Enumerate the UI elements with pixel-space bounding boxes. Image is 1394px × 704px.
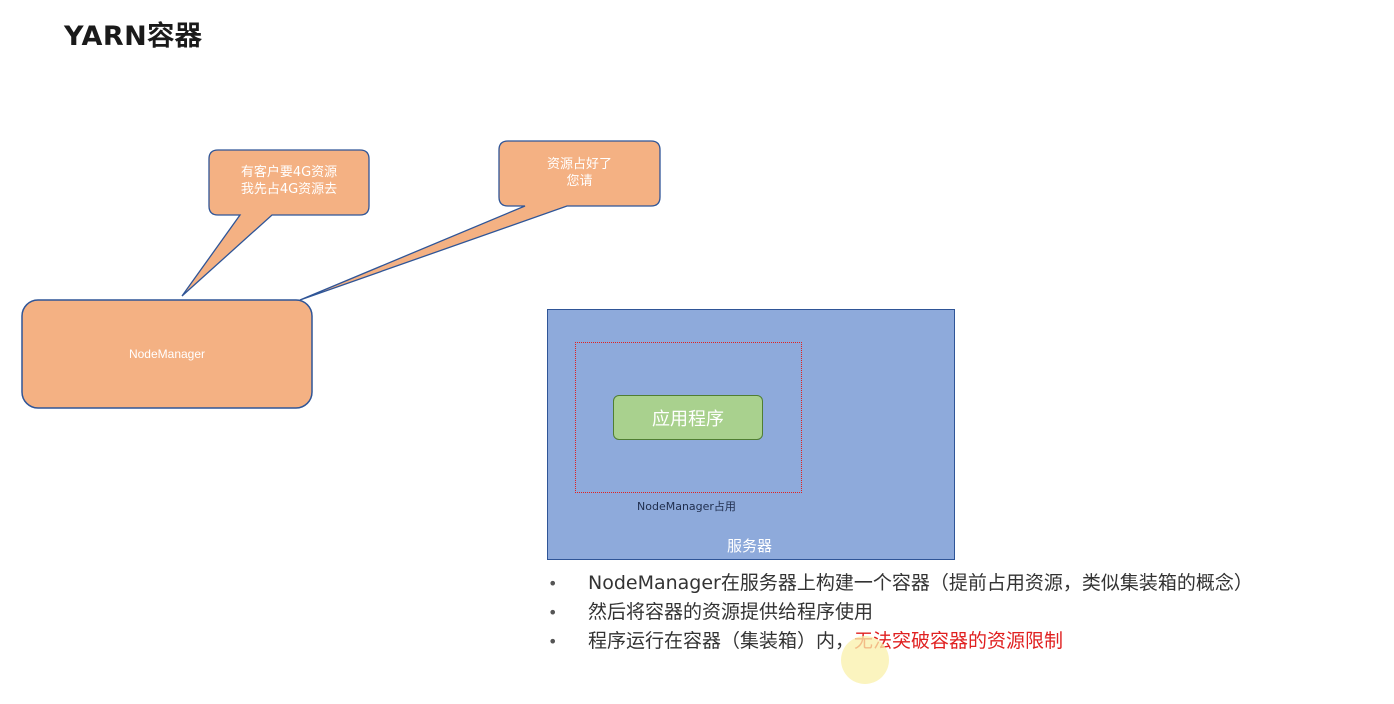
bullet-text: 程序运行在容器（集装箱）内，: [588, 630, 855, 652]
bullet-item: • 程序运行在容器（集装箱）内，无法突破容器的资源限制: [548, 627, 1253, 656]
cursor-highlight: [841, 636, 889, 684]
container-dotted-box: [575, 342, 802, 493]
bullet-item: • 然后将容器的资源提供给程序使用: [548, 598, 1253, 627]
bubble-right-line1: 资源占好了: [546, 157, 612, 172]
server-label: 服务器: [727, 537, 773, 555]
bullet-list: • NodeManager在服务器上构建一个容器（提前占用资源，类似集装箱的概念…: [548, 569, 1253, 656]
node-manager-box: [21, 299, 313, 409]
bullet-dot-icon: •: [548, 574, 558, 593]
bubble-left-line2: 我先占4G资源去: [240, 182, 338, 197]
speech-bubble-right-text: 资源占好了 您请: [499, 156, 660, 190]
bubble-left-line1: 有客户要4G资源: [240, 165, 338, 180]
speech-bubble-left: [181, 149, 370, 297]
slide-title: YARN容器: [64, 21, 203, 52]
container-label: NodeManager占用: [637, 500, 736, 513]
bullet-text: 然后将容器的资源提供给程序使用: [588, 601, 874, 623]
speech-bubble-left-text: 有客户要4G资源 我先占4G资源去: [209, 164, 369, 198]
bullet-text: NodeManager在服务器上构建一个容器（提前占用资源，类似集装箱的概念）: [588, 572, 1253, 594]
bullet-highlight-text: 无法突破容器的资源限制: [854, 630, 1064, 652]
bullet-dot-icon: •: [548, 632, 558, 651]
speech-bubble-right: [299, 140, 661, 301]
application-box: 应用程序: [613, 395, 763, 440]
bubble-right-line2: 您请: [566, 174, 593, 189]
node-manager-label: NodeManager: [128, 347, 206, 361]
bullet-dot-icon: •: [548, 603, 558, 622]
bullet-item: • NodeManager在服务器上构建一个容器（提前占用资源，类似集装箱的概念…: [548, 569, 1253, 598]
